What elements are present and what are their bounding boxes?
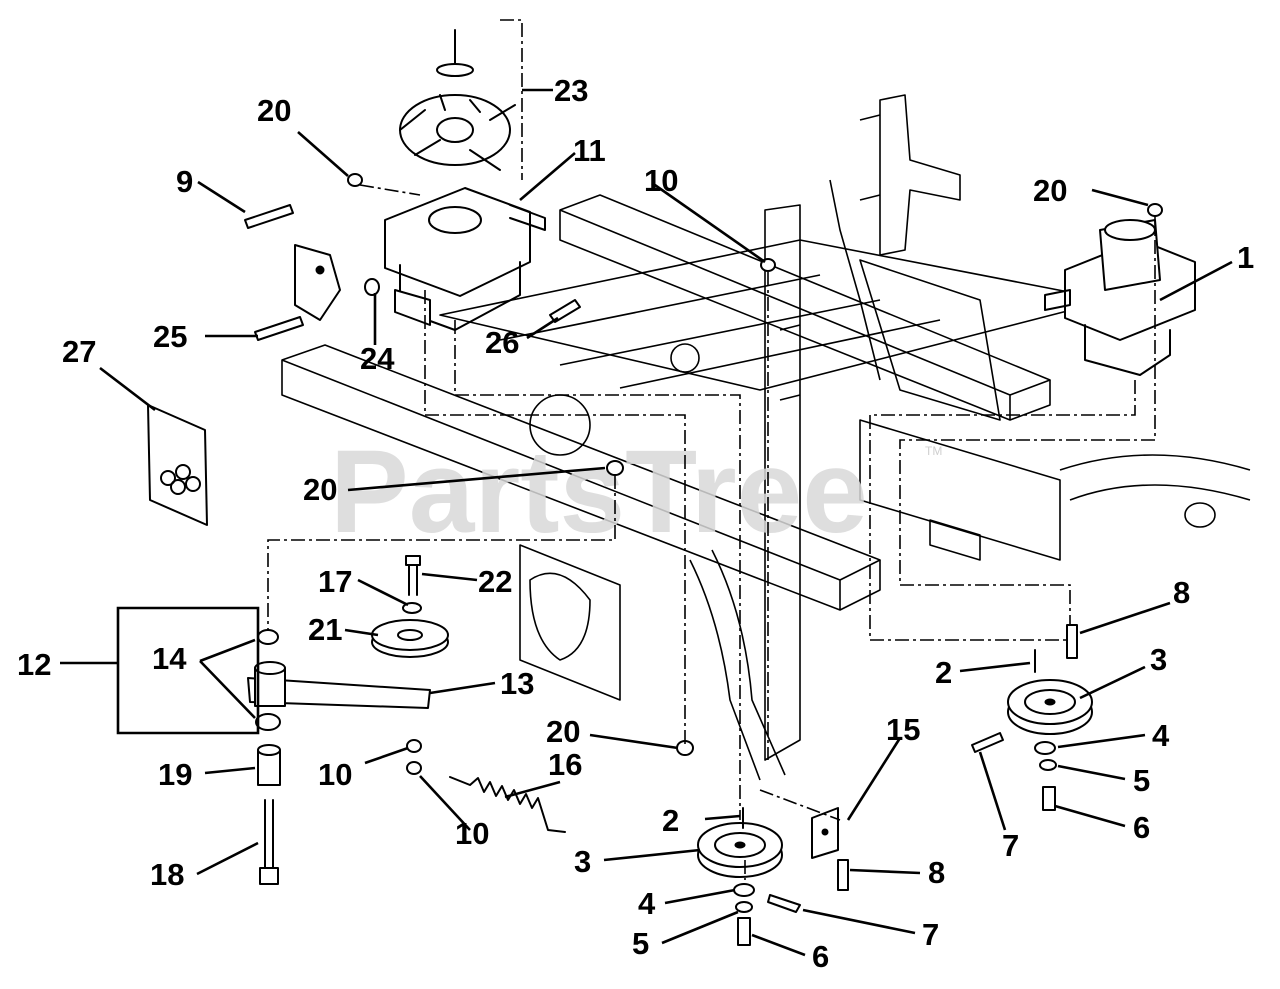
callout-4-center: 4 — [638, 886, 656, 921]
callout-23: 23 — [554, 73, 588, 108]
callout-17: 17 — [318, 564, 352, 599]
callout-10-nut-b: 10 — [455, 816, 489, 851]
washer-right-5 — [1039, 759, 1057, 771]
callout-1: 1 — [1237, 240, 1254, 275]
callout-7-right: 7 — [1002, 828, 1019, 863]
bolt-idler — [405, 555, 421, 596]
callout-9: 9 — [176, 164, 193, 199]
washer-center-4 — [733, 883, 755, 897]
bolt-center-6 — [737, 917, 751, 946]
callout-25: 25 — [153, 319, 187, 354]
pulley-center — [697, 822, 783, 878]
watermark: PartsTree — [330, 426, 868, 558]
callout-12: 12 — [17, 647, 51, 682]
callout-20-right: 20 — [1033, 173, 1067, 208]
callout-20-fan: 20 — [257, 93, 291, 128]
callout-5-right: 5 — [1133, 763, 1150, 798]
callout-2-center: 2 — [662, 803, 679, 838]
bolt-long — [259, 799, 279, 885]
leader-lines — [60, 88, 1233, 957]
callout-21: 21 — [308, 612, 342, 647]
callout-11: 11 — [573, 133, 606, 168]
pulley-right — [1007, 679, 1093, 735]
screw-right-7 — [971, 732, 1004, 753]
watermark-tm: TM — [925, 444, 942, 458]
washer-right-4 — [1034, 741, 1056, 755]
nut-10b — [406, 761, 422, 775]
screw-center-7 — [767, 894, 801, 913]
decal — [147, 404, 208, 526]
callout-2-right: 2 — [935, 655, 952, 690]
bolt-8-right — [1066, 624, 1078, 659]
spacer-top — [257, 629, 279, 645]
mounting-bracket-left — [294, 244, 341, 321]
bolt-25 — [254, 316, 304, 341]
hydro-transmission-right — [1044, 219, 1196, 376]
callout-6-center: 6 — [812, 939, 829, 974]
bolt-9 — [244, 204, 294, 229]
bolt-26 — [549, 299, 581, 323]
callout-22: 22 — [478, 564, 512, 599]
callout-20-center: 20 — [303, 472, 337, 507]
cooling-fan — [399, 29, 516, 171]
idler-arm — [247, 661, 431, 709]
callout-19: 19 — [158, 757, 192, 792]
callout-5-center: 5 — [632, 926, 649, 961]
callout-7-center: 7 — [922, 917, 939, 952]
callout-10-top: 10 — [644, 163, 678, 198]
main-frame — [281, 94, 1251, 859]
nut-20a — [347, 173, 363, 187]
callout-16: 16 — [548, 747, 582, 782]
callout-3-center: 3 — [574, 844, 591, 879]
nut-20b — [1147, 203, 1163, 217]
bushing — [257, 744, 281, 786]
callout-14: 14 — [152, 641, 187, 676]
nut-10a — [406, 739, 422, 753]
callout-27: 27 — [62, 334, 96, 369]
reference-lines — [267, 19, 1156, 880]
callout-labels: 1 2 2 3 3 4 4 5 5 6 6 7 7 8 8 9 10 10 10… — [17, 73, 1254, 974]
bolt-8-center — [837, 859, 849, 891]
nut-20c — [606, 460, 624, 476]
callout-8-center: 8 — [928, 855, 945, 890]
spring — [449, 776, 566, 833]
callout-26: 26 — [485, 325, 519, 360]
callout-24: 24 — [360, 341, 395, 376]
spacer-bottom — [255, 713, 281, 731]
callout-8-right: 8 — [1173, 575, 1190, 610]
bolt-right-6 — [1042, 786, 1056, 811]
hydro-transmission-left — [364, 187, 546, 331]
callout-3-right: 3 — [1150, 642, 1167, 677]
callout-18: 18 — [150, 857, 184, 892]
callout-10-nut-a: 10 — [318, 757, 352, 792]
callout-15: 15 — [886, 712, 920, 747]
callout-13: 13 — [500, 666, 534, 701]
washer-center-5 — [735, 901, 753, 913]
callout-6-right: 6 — [1133, 810, 1150, 845]
callout-4-right: 4 — [1152, 718, 1170, 753]
idler-pulley — [371, 619, 449, 658]
callout-20-lower: 20 — [546, 714, 580, 749]
